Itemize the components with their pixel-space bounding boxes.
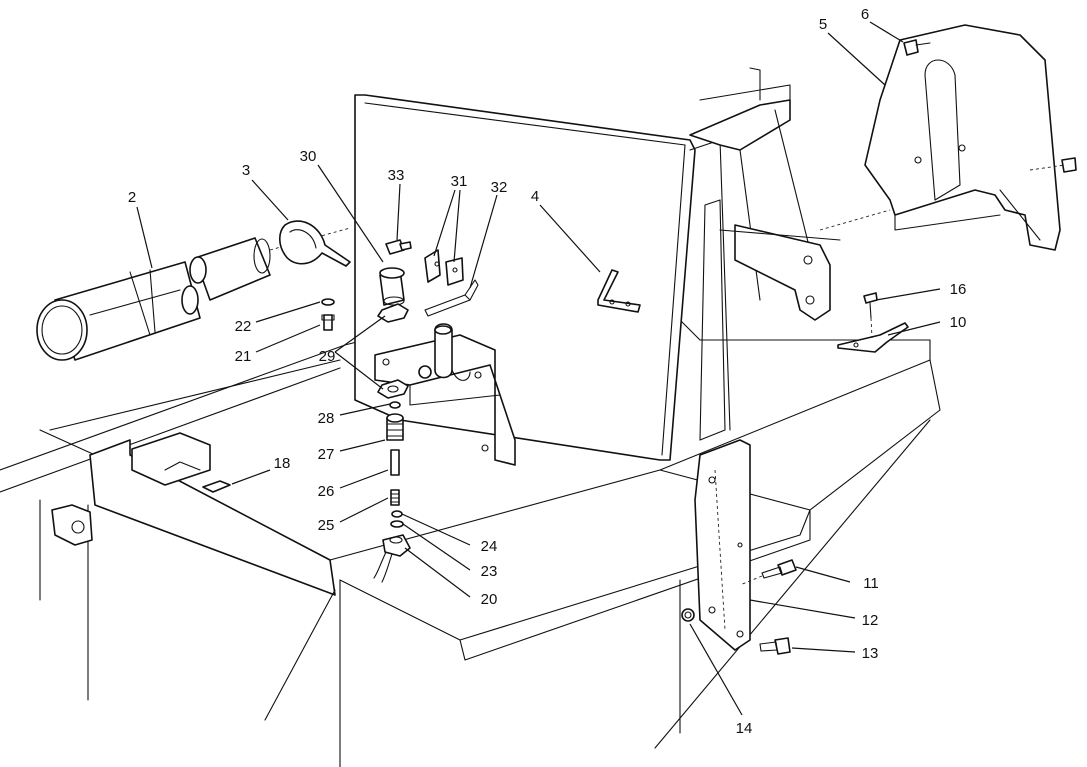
callout-3: 3 (242, 162, 250, 179)
callout-29: 29 (319, 348, 336, 365)
callout-12: 12 (862, 612, 879, 629)
callout-23: 23 (481, 563, 498, 580)
callout-22: 22 (235, 318, 252, 335)
deck-frame (0, 289, 941, 767)
callout-20: 20 (481, 591, 498, 608)
small-bracket-4 (597, 269, 641, 313)
bracket-10 (837, 292, 909, 353)
callout-13: 13 (862, 645, 879, 662)
callout-6: 6 (861, 6, 869, 23)
clip-18 (202, 480, 231, 493)
side-plate (681, 439, 797, 655)
bolt-6 (903, 39, 931, 56)
callout-21: 21 (235, 348, 252, 365)
leader-lines (136, 21, 941, 716)
switch-stack (373, 401, 411, 583)
callout-labels: 2 3 4 5 6 10 11 12 13 14 16 18 20 21 22 … (128, 6, 967, 737)
callout-31: 31 (451, 173, 468, 190)
callout-25: 25 (318, 517, 335, 534)
callout-32: 32 (491, 179, 508, 196)
callout-10: 10 (950, 314, 967, 331)
callout-30: 30 (300, 148, 317, 165)
callout-2: 2 (128, 189, 136, 206)
callout-33: 33 (388, 167, 405, 184)
rear-frame (689, 67, 891, 321)
callout-16: 16 (950, 281, 967, 298)
clamp-bolt (321, 298, 335, 331)
callout-28: 28 (318, 410, 335, 427)
callout-4: 4 (531, 188, 539, 205)
callout-11: 11 (863, 575, 879, 592)
switch-bracket (374, 239, 516, 466)
muffler-clamp (278, 220, 351, 267)
callout-24: 24 (481, 538, 498, 555)
callout-14: 14 (736, 720, 753, 737)
callout-18: 18 (274, 455, 291, 472)
muffler (36, 227, 351, 361)
belt-cover (864, 24, 1077, 251)
callout-27: 27 (318, 446, 335, 463)
callout-26: 26 (318, 483, 335, 500)
callout-5: 5 (819, 16, 827, 33)
